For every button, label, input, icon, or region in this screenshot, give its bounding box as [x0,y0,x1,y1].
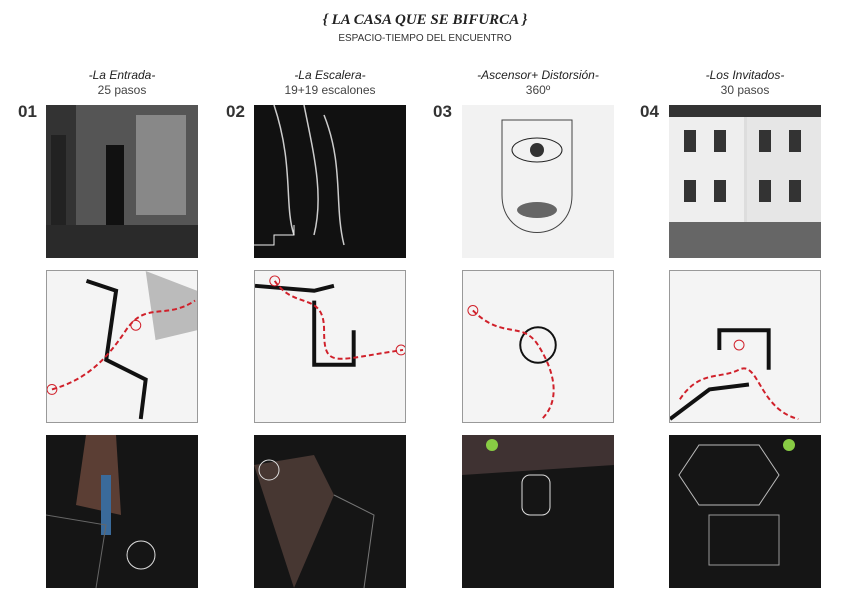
photo-house [669,105,821,258]
drawing-eye [462,105,614,258]
column-detail: 360º [525,83,551,97]
column-title: -La Entrada- [88,68,156,82]
board-subtitle: ESPACIO-TIEMPO DEL ENCUENTRO [338,33,512,44]
plan-guests [669,270,821,423]
plan-elevator [462,270,614,423]
column-number: 04 [640,102,659,121]
column-number: 03 [433,102,452,121]
render-elevator [462,435,614,588]
column-detail: 30 pasos [720,83,770,97]
plan-entrance [46,270,198,423]
column-detail: 25 pasos [97,83,147,97]
column-number: 02 [226,102,245,121]
photo-entrance [46,105,198,258]
render-entrance [46,435,198,588]
render-guests [669,435,821,588]
column-title: -Los Invitados- [705,68,785,82]
plan-staircase [254,270,406,423]
column-number: 01 [18,102,37,121]
column-detail: 19+19 escalones [284,83,376,97]
photo-staircase [254,105,406,258]
board-title: { LA CASA QUE SE BIFURCA } [322,12,528,28]
column-title: -Ascensor+ Distorsión- [477,68,599,82]
render-staircase [254,435,406,588]
column-title: -La Escalera- [294,68,366,82]
